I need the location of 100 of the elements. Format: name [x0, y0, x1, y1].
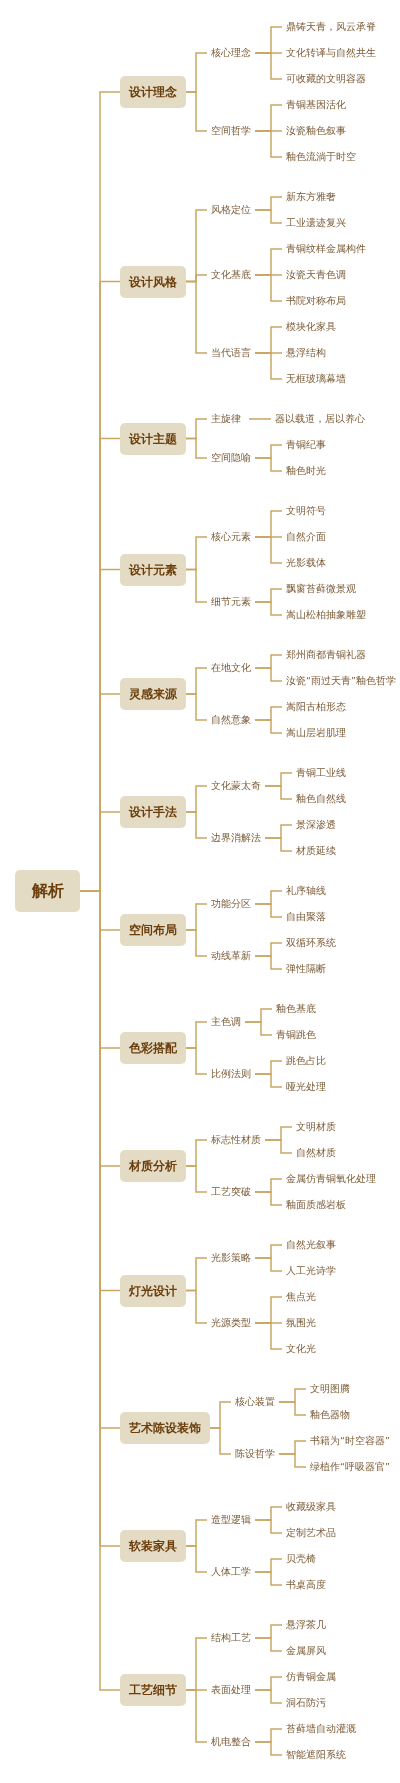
- connector-line: [254, 1689, 283, 1704]
- connector-line: [254, 1519, 283, 1534]
- branch-label: 哑光处理: [282, 1080, 330, 1094]
- branch-label: 文化蒙太奇: [207, 779, 265, 793]
- branch-label: 文明图腾: [306, 1382, 354, 1396]
- branch-label: 文化转译与自然共生: [282, 46, 380, 60]
- topic-box: 色彩搭配: [120, 1032, 186, 1064]
- connector-line: [185, 1289, 208, 1324]
- branch-label: 釉色基底: [272, 1002, 320, 1016]
- connector-line: [185, 91, 208, 132]
- branch-label: 自然介面: [282, 530, 330, 544]
- branch-label: 自然光叙事: [282, 1238, 340, 1252]
- branch-label: 自然材质: [292, 1146, 340, 1160]
- branch-label: 洞石防污: [282, 1696, 330, 1710]
- connector-line: [185, 929, 208, 957]
- branch-label: 釉色时光: [282, 464, 330, 478]
- branch-label: 核心元素: [207, 530, 255, 544]
- branch-label: 核心理念: [207, 46, 255, 60]
- topic-box: 空间布局: [120, 914, 186, 946]
- topic-box: 材质分析: [120, 1150, 186, 1182]
- connector-line: [254, 1571, 283, 1586]
- branch-label: 鼎铸天青，风云承脊: [282, 20, 380, 34]
- connector-line: [185, 437, 208, 459]
- branch-label: 釉色器物: [306, 1408, 354, 1422]
- branch-label: 智能遮阳系统: [282, 1748, 350, 1762]
- branch-label: 青铜纹样金属构件: [282, 242, 370, 256]
- branch-label: 釉色自然线: [292, 792, 350, 806]
- connector-line: [254, 667, 283, 682]
- branch-label: 悬浮茶几: [282, 1618, 330, 1632]
- branch-label: 苔藓墙自动灌溉: [282, 1722, 360, 1736]
- connector-line: [254, 1741, 283, 1756]
- branch-label: 釉色流淌于时空: [282, 150, 360, 164]
- connector-line: [185, 811, 208, 839]
- branch-label: 主旋律: [207, 412, 245, 426]
- topic-box: 艺术陈设装饰: [120, 1412, 210, 1444]
- branch-label: 金属仿青铜氧化处理: [282, 1172, 380, 1186]
- connector-line: [264, 1139, 293, 1154]
- connector-line: [185, 1689, 208, 1743]
- branch-label: 光影策略: [207, 1251, 255, 1265]
- branch-label: 仿青铜金属: [282, 1670, 340, 1684]
- topic-box: 灵感来源: [120, 678, 186, 710]
- branch-label: 文化光: [282, 1342, 320, 1356]
- branch-label: 青铜跳色: [272, 1028, 320, 1042]
- branch-label: 青铜基因活化: [282, 98, 350, 112]
- topic-box: 软装家具: [120, 1530, 186, 1562]
- branch-label: 工艺突破: [207, 1185, 255, 1199]
- branch-label: 核心装置: [231, 1395, 279, 1409]
- branch-label: 标志性材质: [207, 1133, 265, 1147]
- branch-label: 金属屏风: [282, 1644, 330, 1658]
- branch-label: 比例法则: [207, 1067, 255, 1081]
- branch-label: 定制艺术品: [282, 1526, 340, 1540]
- branch-label: 主色调: [207, 1015, 245, 1029]
- branch-label: 可收藏的文明容器: [282, 72, 370, 86]
- branch-label: 汝瓷天青色调: [282, 268, 350, 282]
- branch-label: 跳色占比: [282, 1054, 330, 1068]
- connector-line: [254, 536, 283, 564]
- branch-label: 嵩阳古柏形态: [282, 700, 350, 714]
- branch-label: 自由聚落: [282, 910, 330, 924]
- connector-line: [254, 1637, 283, 1652]
- connector-line: [254, 209, 283, 224]
- connector-line: [254, 903, 283, 918]
- connector-line: [248, 418, 272, 420]
- branch-label: 风格定位: [207, 203, 255, 217]
- topic-box: 工艺细节: [120, 1674, 186, 1706]
- branch-label: 礼序轴线: [282, 884, 330, 898]
- connector-line: [254, 1191, 283, 1206]
- branch-label: 空间哲学: [207, 124, 255, 138]
- connector-line: [264, 785, 293, 800]
- branch-label: 自然意象: [207, 713, 255, 727]
- connector-line: [278, 1453, 307, 1468]
- branch-label: 表面处理: [207, 1683, 255, 1697]
- branch-label: 文明符号: [282, 504, 330, 518]
- connector-line: [254, 52, 283, 80]
- topic-box: 设计风格: [120, 265, 186, 298]
- topic-box: 设计元素: [120, 553, 186, 586]
- branch-label: 边界消解法: [207, 831, 265, 845]
- connector-line: [254, 457, 283, 472]
- branch-label: 新东方雅奢: [282, 190, 340, 204]
- branch-label: 贝壳椅: [282, 1552, 320, 1566]
- connector-line: [244, 1021, 273, 1036]
- topic-box: 灯光设计: [120, 1274, 186, 1307]
- branch-label: 景深渗透: [292, 818, 340, 832]
- connector-line: [254, 1322, 283, 1350]
- branch-label: 材质延续: [292, 844, 340, 858]
- branch-label: 弹性隔断: [282, 962, 330, 976]
- branch-label: 汝瓷“雨过天青”釉色哲学: [282, 674, 400, 688]
- branch-label: 机电整合: [207, 1735, 255, 1749]
- branch-label: 动线革新: [207, 949, 255, 963]
- branch-label: 细节元素: [207, 595, 255, 609]
- branch-label: 模块化家具: [282, 320, 340, 334]
- branch-label: 嵩山松柏抽象雕塑: [282, 608, 370, 622]
- connector-line: [209, 1427, 232, 1455]
- branch-label: 结构工艺: [207, 1631, 255, 1645]
- connector-line: [254, 274, 283, 302]
- connector-line: [254, 1257, 283, 1272]
- connector-line: [185, 693, 208, 721]
- branch-label: 器以载道，居以养心: [271, 412, 369, 426]
- topic-box: 设计手法: [120, 796, 186, 828]
- connector-line: [254, 601, 283, 616]
- branch-label: 陈设哲学: [231, 1447, 279, 1461]
